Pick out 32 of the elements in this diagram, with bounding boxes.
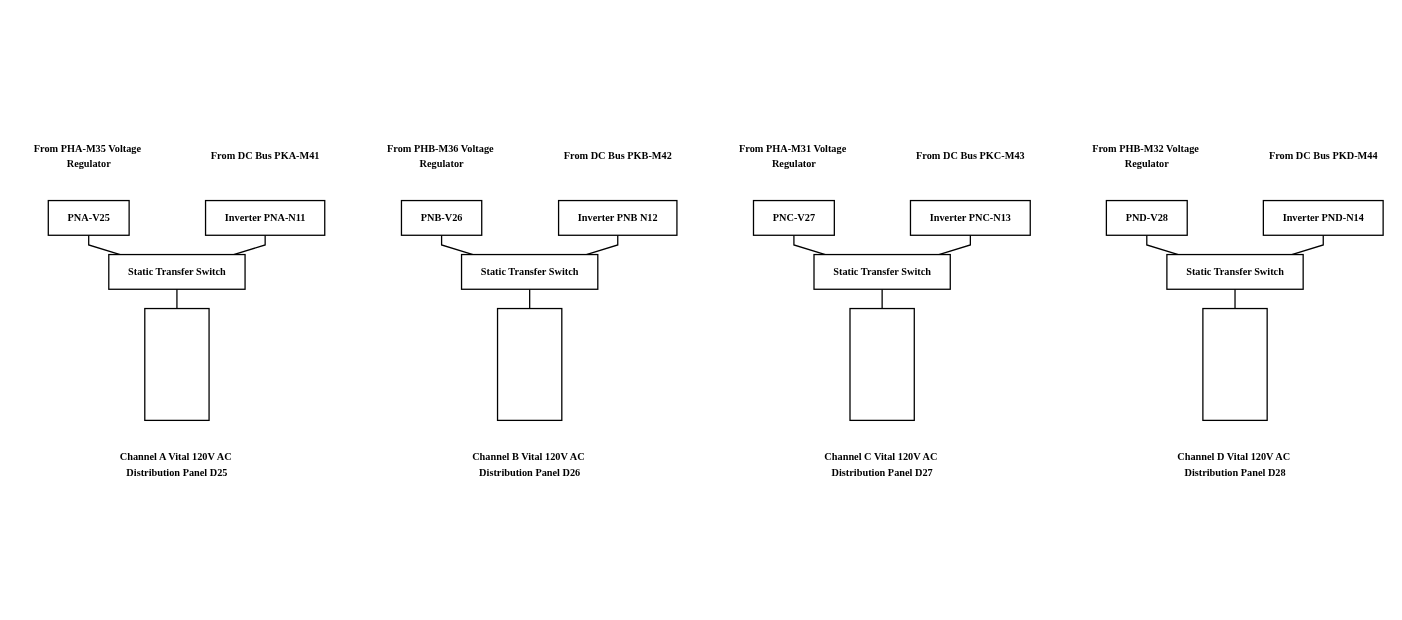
node-label: Channel A Vital 120V AC Distribution Panel D25 [119, 450, 232, 478]
node-label: From PHA-M31 Voltage Regulator [739, 142, 847, 169]
node-label: From PHA-M35 Voltage Regulator [33, 142, 142, 169]
node-label: Channel B Vital 120V AC Distribution Panel D26 [472, 450, 585, 478]
node-box: Inverter PNC-N13 [909, 199, 1031, 236]
node-box: PND-V28 [1105, 199, 1188, 236]
node-label: From DC Bus PKB-M42 [563, 149, 672, 161]
node-box [849, 307, 915, 421]
node-box [496, 307, 563, 421]
node-label: From PHB-M36 Voltage Regulator [386, 142, 494, 169]
node-box: Inverter PNA-N11 [204, 199, 326, 236]
node-box: PNC-V27 [752, 199, 835, 236]
node-box [144, 307, 210, 421]
node-label: From DC Bus PKA-M41 [210, 149, 320, 161]
node-box: Inverter PND-N14 [1262, 199, 1384, 236]
node-box: PNA-V25 [47, 199, 130, 236]
connector [1234, 288, 1236, 309]
node-box: Static Transfer Switch [813, 253, 951, 290]
node-label: From DC Bus PKC-M43 [916, 149, 1025, 161]
node-box: Static Transfer Switch [460, 253, 599, 290]
node-box: Static Transfer Switch [108, 253, 246, 290]
node-label: Channel C Vital 120V AC Distribution Panel D27 [824, 450, 938, 478]
node-label: From PHB-M32 Voltage Regulator [1092, 142, 1199, 169]
connector [881, 288, 883, 309]
node-box: PNB-V26 [400, 199, 483, 236]
connector [176, 288, 178, 309]
node-label: From DC Bus PKD-M44 [1268, 149, 1378, 161]
node-box [1202, 307, 1268, 421]
node-box: Inverter PNB N12 [557, 199, 678, 236]
node-box: Static Transfer Switch [1166, 253, 1304, 290]
node-label: Channel D Vital 120V AC Distribution Panel D28 [1177, 450, 1291, 478]
connector [529, 288, 531, 309]
